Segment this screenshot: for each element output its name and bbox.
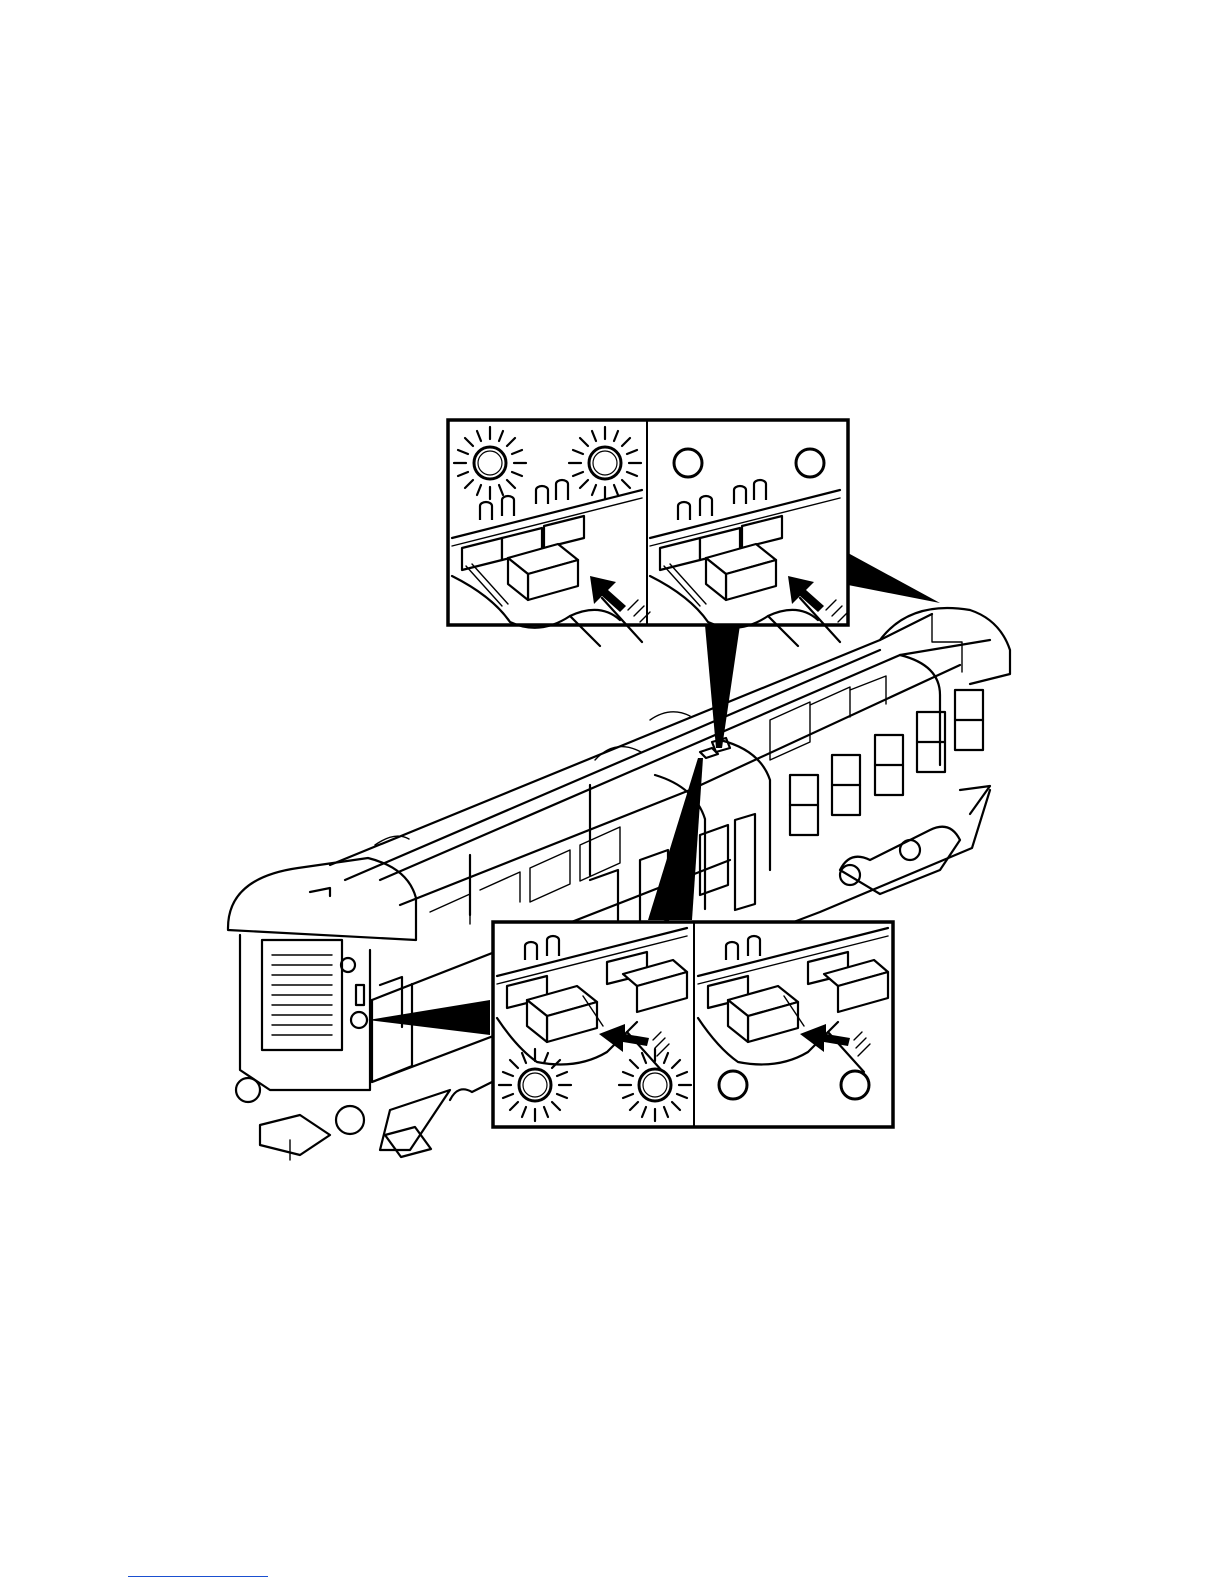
lamp-off-icon	[841, 1071, 869, 1099]
pointer-upper-to-switch	[705, 625, 740, 748]
footnote-rule	[128, 1576, 268, 1577]
tail-lamp	[351, 1012, 367, 1028]
pointer-lower-to-lamp	[368, 1000, 490, 1035]
lamp-off-icon	[796, 449, 824, 477]
coach-top-rail	[330, 614, 932, 865]
lamp-on-icon	[454, 427, 526, 499]
lamp-off-icon	[719, 1071, 747, 1099]
lamp-on-icon	[619, 1049, 691, 1121]
lamp-on-icon	[569, 427, 641, 499]
pointer-upper-to-end	[848, 553, 940, 603]
lower-detail-panel	[493, 922, 893, 1127]
buffer-right	[336, 1106, 364, 1134]
coach-near-end	[228, 858, 431, 1160]
upper-detail-panel	[448, 420, 848, 646]
lamp-off-icon	[674, 449, 702, 477]
end-door-grille	[272, 955, 332, 1035]
lamp-on-icon	[499, 1049, 571, 1121]
buffer-left	[236, 1078, 260, 1102]
